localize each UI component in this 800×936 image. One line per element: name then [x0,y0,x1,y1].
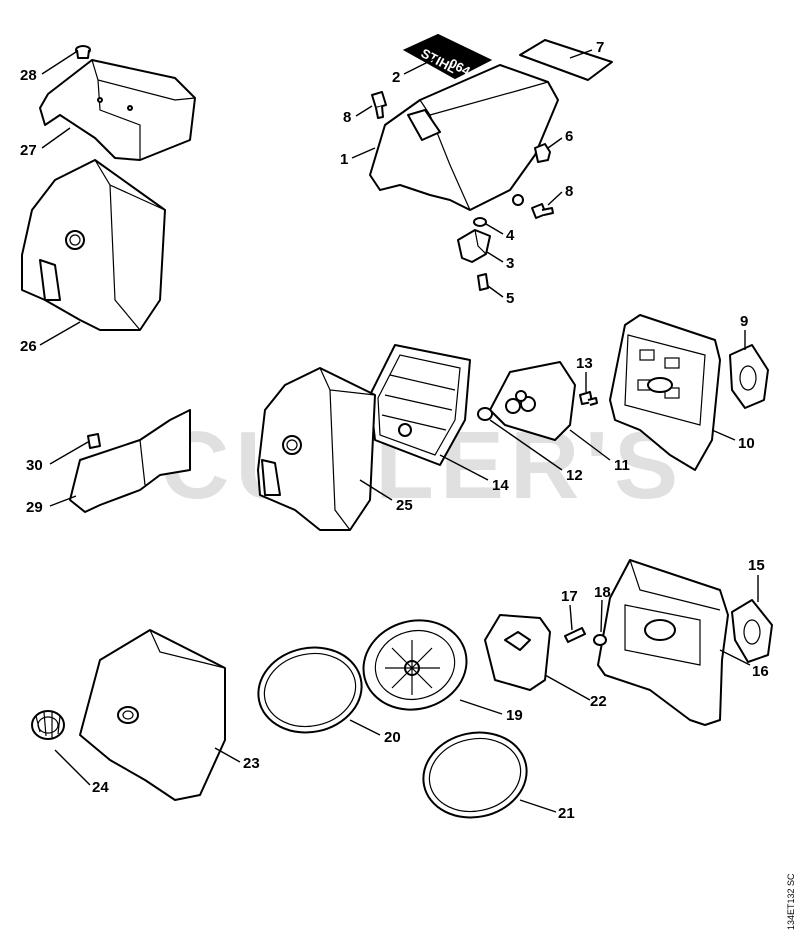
part-15-gasket [731,599,773,663]
callout-25: 25 [396,497,413,514]
part-30-screw [87,433,101,449]
part-17-stud [564,627,586,643]
part-6-nut [534,143,551,163]
callout-19: 19 [506,707,523,724]
part-13-screw [579,391,598,406]
part-2-decal: STIHL 064 [402,33,493,79]
callout-9: 9 [740,313,748,330]
callout-17: 17 [561,588,578,605]
part-8-screw-upper [371,91,387,119]
part-7-plate [519,39,613,81]
leader-lines [39,49,759,813]
callout-3: 3 [506,255,514,272]
callout-numbers: 28 27 26 8 2 7 1 6 8 4 3 5 9 13 10 11 12… [20,39,769,822]
callout-11: 11 [614,457,630,474]
callout-26: 26 [20,338,37,355]
callout-22: 22 [590,693,607,710]
part-18-nut [593,634,607,646]
part-12-nut [477,407,493,421]
part-11-guide [489,361,576,441]
part-24-knob [31,710,65,740]
callout-27: 27 [20,142,37,159]
drawing-code: 134ET132 SC [786,873,796,930]
callout-30: 30 [26,457,43,474]
callout-18: 18 [594,584,611,601]
callout-10: 10 [738,435,755,452]
part-3-bracket [457,229,491,263]
part-23-filter-cover [79,629,226,801]
part-16-carburetor-box [597,559,729,726]
callout-21: 21 [558,805,575,822]
callout-16: 16 [752,663,769,680]
part-21-band [422,731,528,819]
part-27-top-cover [39,59,196,161]
part-22-prefilter [484,614,551,691]
part-4-ring [473,217,487,227]
part-25-shroud [257,367,376,531]
callout-12: 12 [566,467,583,484]
callout-14: 14 [492,477,509,494]
callout-24: 24 [92,779,109,796]
callout-2: 2 [392,69,400,86]
callout-20: 20 [384,729,401,746]
callout-1: 1 [340,151,348,168]
part-20-band [257,646,363,734]
callout-7: 7 [596,39,604,56]
callout-5: 5 [506,290,514,307]
part-26-shroud [21,159,166,331]
part-19-filter-element [362,619,468,711]
callout-29: 29 [26,499,43,516]
callout-8-upper: 8 [343,109,351,126]
callout-15: 15 [748,557,765,574]
callout-23: 23 [243,755,260,772]
part-28-screw [75,45,91,59]
callout-13: 13 [576,355,593,372]
callout-6: 6 [565,128,573,145]
part-5-screw [477,273,489,291]
part-10-filter-base [609,314,721,471]
callout-8-lower: 8 [565,183,573,200]
part-14-air-filter [369,344,471,466]
part-29-plate [69,409,191,513]
part-8-screw-lower [531,203,554,219]
callout-4: 4 [506,227,515,244]
callout-28: 28 [20,67,37,84]
part-1-shroud-cover [369,64,559,211]
part-9-gasket [729,344,769,409]
